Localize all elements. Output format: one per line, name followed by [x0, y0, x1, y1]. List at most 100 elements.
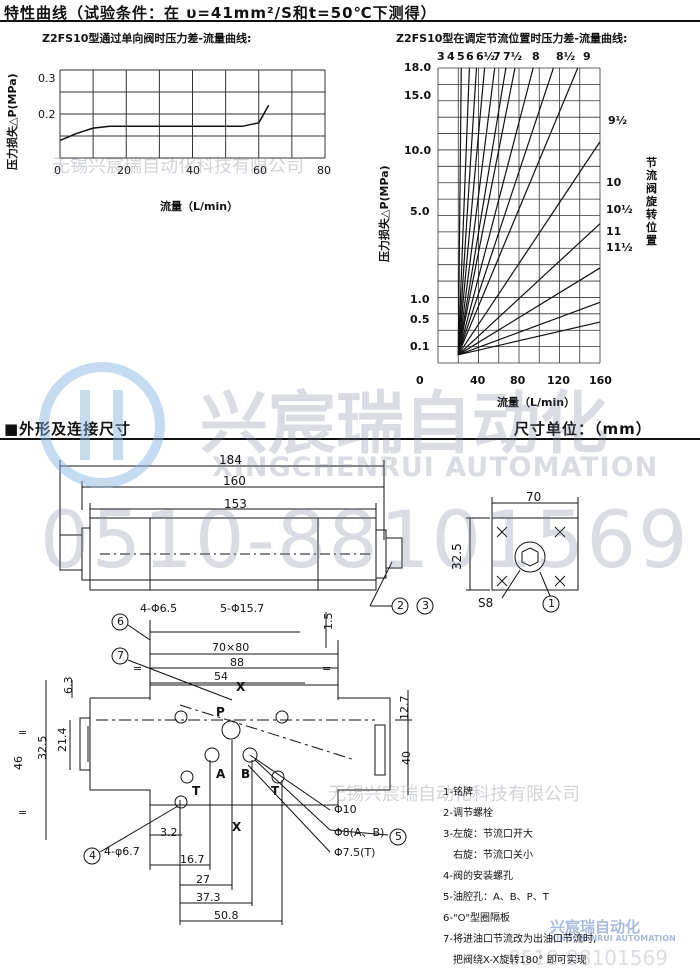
right-series-line	[457, 67, 486, 355]
dim-label: Φ7.5(T)	[334, 846, 376, 859]
right-series-line	[457, 267, 601, 356]
port-label-b: B	[241, 767, 251, 781]
left-ytick: 0.2	[38, 108, 56, 121]
dim-label: 70	[526, 490, 542, 504]
mounting-view-drawing	[45, 612, 412, 925]
dim-label: 6.3	[62, 676, 75, 695]
watermark-brand-small: 兴宸瑞自动化	[550, 918, 641, 936]
legend-item: 1-铭牌	[443, 787, 473, 798]
watermark-brand-cn: 兴宸瑞自动化	[200, 385, 609, 464]
side-label: 11	[606, 225, 622, 238]
right-series-line	[457, 67, 462, 355]
right-series-line	[457, 67, 579, 356]
callout-5: 5	[395, 830, 402, 843]
dim-label: 4-φ6.7	[104, 845, 140, 858]
watermark-phone-small: 0510-88101569	[508, 946, 668, 970]
right-series-line	[457, 67, 470, 355]
right-series-line	[457, 67, 534, 355]
legend-item: 7-将进油口节流改为出油口节流时,	[443, 934, 597, 945]
legend-item: 2-调节螺栓	[443, 808, 493, 819]
equals-mark: =	[18, 726, 28, 739]
dim-label: 3.2	[160, 826, 178, 839]
legend-item: 4-阀的安装螺孔	[443, 871, 513, 882]
right-series-line	[457, 67, 507, 355]
legend-item: 5-油腔孔：A、B、P、T	[443, 892, 549, 903]
dim-label: 40	[400, 751, 413, 765]
dim-label: 46	[12, 756, 25, 770]
dim-label: Φ8(A、B)	[334, 826, 385, 839]
callout-3: 3	[422, 599, 429, 612]
left-chart-series-line	[59, 104, 270, 142]
top-label: 6	[466, 50, 474, 63]
side-label: 9½	[608, 114, 628, 127]
dim-label: 27	[196, 873, 210, 886]
dim-label: 32.5	[36, 735, 49, 761]
left-xtick: 20	[117, 164, 131, 177]
legend-item: 右旋：节流口关小	[443, 850, 533, 861]
logo-watermark	[39, 362, 165, 488]
callout-4: 4	[89, 849, 96, 862]
top-label: 3	[437, 50, 445, 63]
right-ytick: 18.0	[404, 61, 432, 74]
dim-label: 160	[223, 474, 246, 488]
right-xtick: 120	[547, 374, 570, 387]
dim-label: 184	[219, 453, 242, 467]
section-title: ■外形及连接尺寸	[4, 420, 132, 438]
unit-label: 尺寸单位：（mm）	[514, 420, 652, 438]
right-xtick: 80	[510, 374, 526, 387]
top-label: 8	[532, 50, 540, 63]
right-xtick: 160	[589, 374, 612, 387]
right-ytick: 5.0	[410, 205, 430, 218]
port-label-x: X	[232, 820, 242, 834]
legend-item: 3-左旋：节流口开大	[443, 829, 533, 840]
watermark-company-2: 无锡兴宸瑞自动化科技有限公司	[328, 784, 580, 805]
right-ytick: 10.0	[404, 144, 432, 157]
right-side-label: 节流阀旋转位置	[646, 156, 657, 247]
dim-label: 5-Φ15.7	[220, 602, 265, 615]
left-ytick: 0.3	[38, 72, 56, 85]
right-series-line	[457, 141, 601, 356]
dim-label: 37.3	[196, 891, 221, 904]
port-label-a: A	[216, 767, 226, 781]
right-xtick: 0	[416, 374, 424, 387]
legend-item: 6-"O"型圈隔板	[443, 913, 511, 924]
dim-label: 70×80	[212, 641, 250, 654]
side-label: 11½	[606, 241, 633, 254]
left-xtick: 0	[54, 164, 61, 177]
right-series-line	[458, 321, 601, 356]
right-series-line	[457, 223, 601, 356]
callout-7: 7	[117, 649, 124, 662]
right-series-line	[457, 67, 478, 355]
watermark-brand-en: XINGCHENRUI AUTOMATION	[212, 452, 659, 483]
dim-label: 1.5	[322, 612, 335, 631]
top-label: 7	[493, 50, 501, 63]
right-ytick: 1.0	[410, 293, 430, 306]
legend-item: 把阀绕X-X旋转180° 即可实现	[443, 955, 587, 966]
top-label: 8½	[556, 50, 576, 63]
top-label: 7½	[503, 50, 523, 63]
left-xtick: 60	[253, 164, 267, 177]
watermark-phone: 0510-88101569	[40, 496, 690, 586]
left-chart-xlabel: 流量（L/min）	[160, 200, 239, 213]
right-series-line	[457, 67, 496, 355]
port-label-t: T	[271, 784, 280, 798]
dim-label: 16.7	[180, 853, 205, 866]
top-label: 6½	[476, 50, 496, 63]
equals-mark: =	[18, 806, 28, 819]
right-ytick: 15.0	[404, 89, 432, 102]
left-xtick: 40	[186, 164, 200, 177]
left-chart-title: Z2FS10型通过单向阀时压力差-流量曲线:	[42, 32, 252, 45]
dim-label: S8	[478, 596, 494, 610]
dim-label: 88	[230, 656, 244, 669]
section-bar-2: ■外形及连接尺寸 尺寸单位：（mm）	[0, 418, 700, 440]
right-chart-xlabel: 流量（L/min）	[497, 396, 576, 409]
end-view-drawing	[466, 497, 579, 613]
dim-label: 54	[214, 670, 228, 683]
dim-label: 4-Φ6.5	[140, 602, 178, 615]
port-label-t: T	[192, 784, 201, 798]
page-title: 特性曲线（试验条件：在 υ=41mm²/S和t=50℃下测得）	[4, 4, 437, 22]
dim-label: 50.8	[214, 909, 239, 922]
right-chart-title: Z2FS10型在调定节流位置时压力差-流量曲线:	[396, 32, 628, 45]
callout-6: 6	[117, 615, 124, 628]
watermark-brand-en-small: XINGCHENRUI AUTOMATION	[550, 934, 676, 943]
